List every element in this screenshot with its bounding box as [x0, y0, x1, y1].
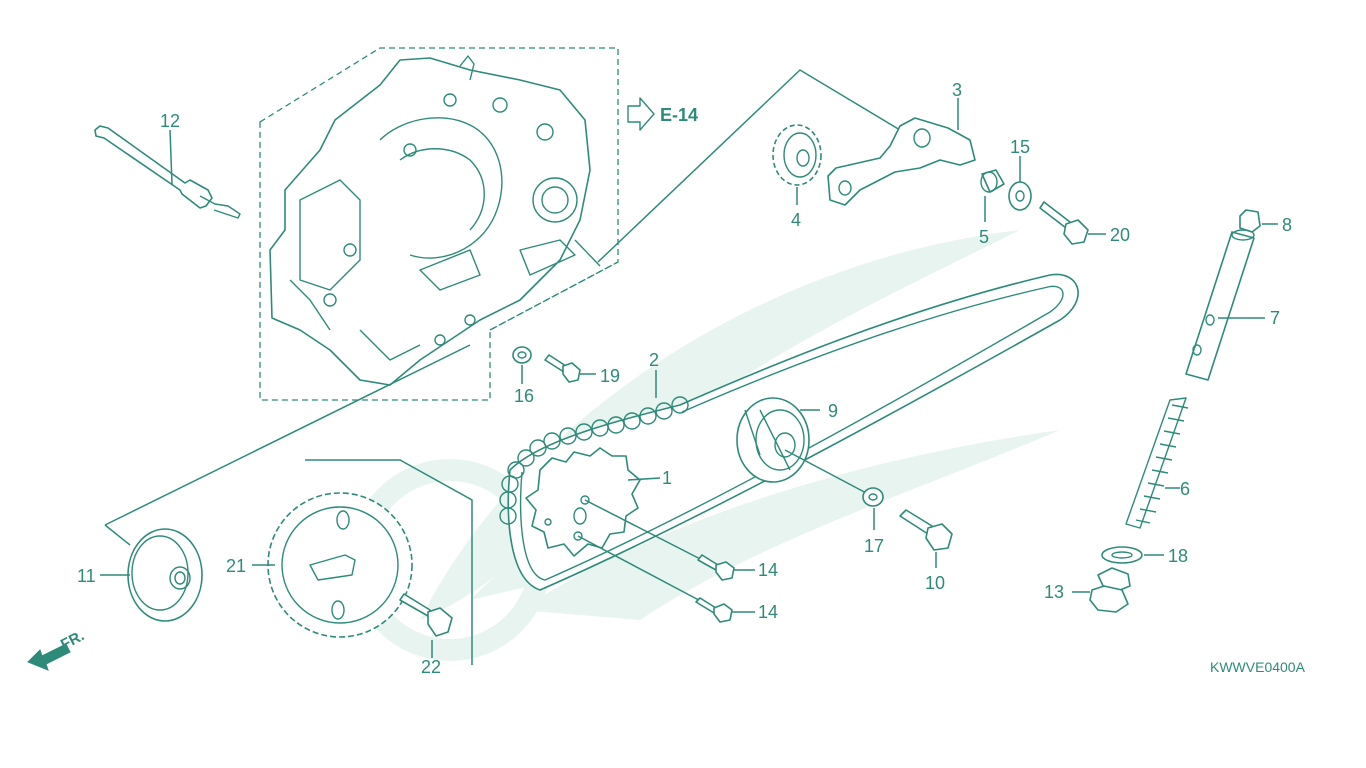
callout-3[interactable]: 3 — [952, 80, 962, 100]
part-13-plug[interactable] — [1072, 567, 1131, 613]
callout-5[interactable]: 5 — [979, 227, 989, 247]
callout-16[interactable]: 16 — [514, 386, 534, 406]
front-arrow-icon — [27, 643, 71, 671]
part-4-sprocket[interactable] — [772, 124, 822, 205]
callout-4[interactable]: 4 — [791, 210, 801, 230]
callout-6[interactable]: 6 — [1180, 479, 1190, 499]
diagram-code: KWWVE0400A — [1210, 659, 1306, 675]
leader-14-upper — [584, 499, 713, 566]
part-6-spring[interactable] — [1125, 397, 1189, 529]
part-5-collar[interactable] — [980, 169, 1005, 222]
reference-label: E-14 — [660, 105, 698, 125]
leader-crankcase-cover — [597, 69, 901, 263]
callout-17[interactable]: 17 — [864, 536, 884, 556]
leader-crankcase-sprocket — [104, 344, 471, 526]
chain-links — [499, 396, 689, 525]
part-14-bolt-upper[interactable] — [697, 554, 755, 581]
crankcase-right[interactable] — [269, 55, 601, 386]
callout-15[interactable]: 15 — [1010, 137, 1030, 157]
callout-14-lower[interactable]: 14 — [758, 602, 778, 622]
callout-20[interactable]: 20 — [1110, 225, 1130, 245]
part-17-washer[interactable] — [862, 487, 884, 530]
part-12-shaft[interactable] — [94, 125, 241, 219]
crankcase-group-frame — [259, 47, 619, 401]
part-18-washer[interactable] — [1101, 546, 1164, 564]
callout-10[interactable]: 10 — [925, 573, 945, 593]
front-direction-marker: FR. — [27, 627, 87, 671]
callout-9[interactable]: 9 — [828, 401, 838, 421]
part-16-washer[interactable] — [512, 346, 532, 384]
part-8-cap[interactable] — [1239, 209, 1278, 233]
part-10-bolt[interactable] — [899, 509, 953, 568]
callout-21[interactable]: 21 — [226, 556, 246, 576]
part-22-bolt[interactable] — [399, 593, 453, 658]
part-19-bolt[interactable] — [544, 354, 596, 383]
callout-19[interactable]: 19 — [600, 366, 620, 386]
callout-18[interactable]: 18 — [1168, 546, 1188, 566]
callout-14-upper[interactable]: 14 — [758, 560, 778, 580]
part-15-washer[interactable] — [1008, 156, 1032, 211]
callout-7[interactable]: 7 — [1270, 308, 1280, 328]
callout-8[interactable]: 8 — [1282, 215, 1292, 235]
callout-13[interactable]: 13 — [1044, 582, 1064, 602]
part-3-arm[interactable] — [827, 98, 976, 206]
part-11-gear[interactable] — [100, 528, 203, 622]
part-9-roller[interactable] — [736, 397, 820, 483]
leader-roller-bolt — [784, 449, 871, 496]
callout-1[interactable]: 1 — [662, 468, 672, 488]
part-7-tensioner-body[interactable] — [1185, 229, 1265, 381]
reference-e14[interactable]: E-14 — [627, 97, 698, 131]
callout-22[interactable]: 22 — [421, 657, 441, 677]
leader-11-bracket — [104, 524, 131, 546]
callout-12[interactable]: 12 — [160, 111, 180, 131]
callout-2[interactable]: 2 — [649, 350, 659, 370]
callout-11[interactable]: 11 — [77, 566, 96, 586]
callout-labels: 12 3 15 4 5 20 8 7 2 19 16 9 1 6 17 18 2… — [77, 80, 1292, 677]
leader-14-lower — [577, 535, 711, 607]
reference-arrow-icon — [627, 97, 655, 131]
divider-line — [305, 459, 473, 665]
part-20-bolt[interactable] — [1039, 201, 1106, 245]
part-14-bolt-lower[interactable] — [695, 597, 755, 623]
part-21-sprocket[interactable] — [252, 492, 413, 638]
part-1-sprocket[interactable] — [525, 447, 661, 557]
